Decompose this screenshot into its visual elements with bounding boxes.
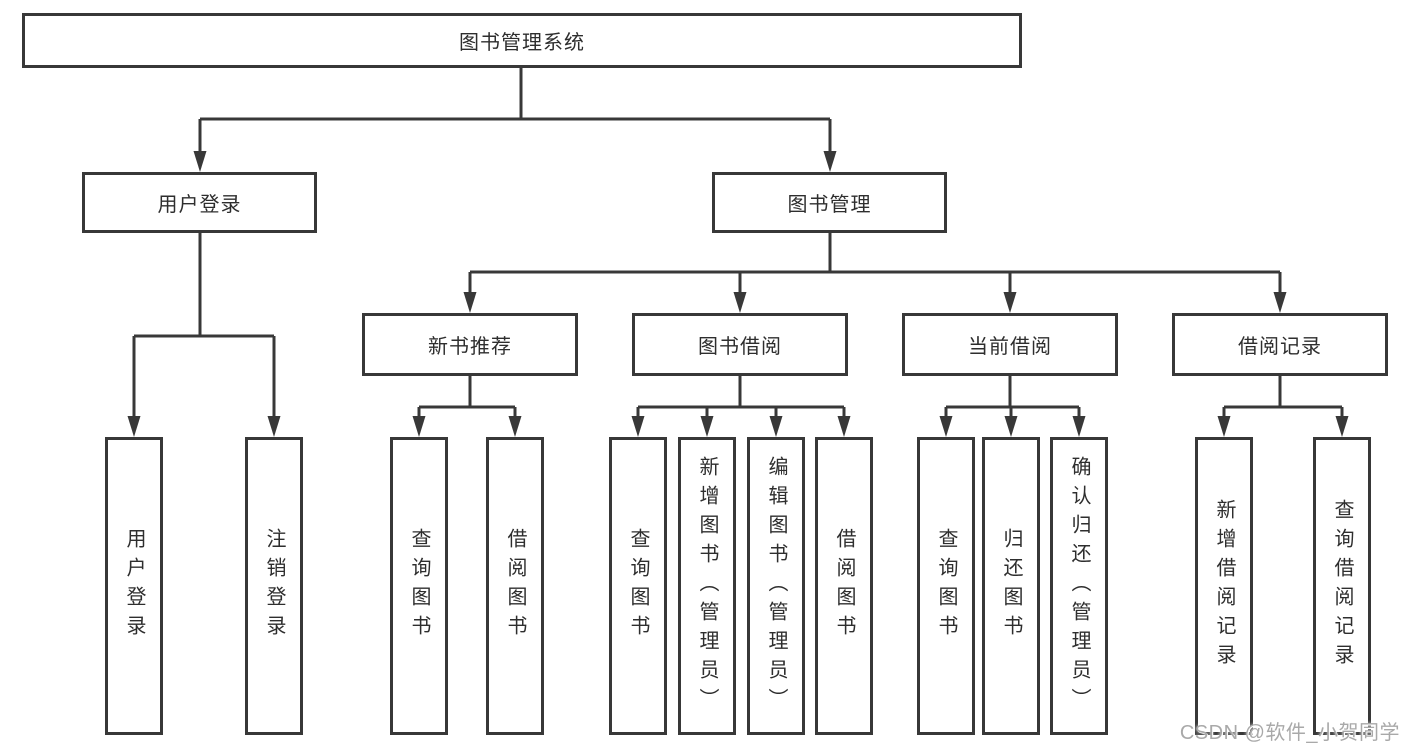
leaf-records-add-record: 新增借阅记录 — [1195, 437, 1253, 735]
arrowhead-icon — [1072, 416, 1086, 437]
arrowhead-icon — [939, 416, 953, 437]
connector-book-management-to-level3 — [468, 233, 1282, 295]
leaf-records-query-record-label: 查询借阅记录 — [1331, 499, 1353, 673]
leaf-current-confirm-return-admin: 确认归还（管理员） — [1050, 437, 1108, 735]
leaf-borrowing-edit-books-admin: 编辑图书（管理员） — [747, 437, 805, 735]
csdn-watermark: CSDN @软件_小贺同学 — [1179, 722, 1400, 744]
arrowhead-icon — [267, 416, 281, 437]
leaf-recommend-query-books-label: 查询图书 — [408, 528, 430, 644]
arrowhead-icon — [1217, 416, 1231, 437]
connector-root-to-level2 — [198, 68, 832, 153]
arrowhead-icon — [1335, 416, 1349, 437]
leaf-borrowing-borrow-books-label: 借阅图书 — [833, 528, 855, 644]
arrowhead-icon — [412, 416, 426, 437]
arrowhead-icon — [1004, 416, 1018, 437]
leaf-borrowing-add-books-admin-label: 新增图书（管理员） — [696, 455, 718, 717]
connector-user-login-to-children — [132, 233, 276, 418]
arrowhead-icon — [1273, 292, 1287, 313]
arrowhead-icon — [1003, 292, 1017, 313]
leaf-user-login: 用户登录 — [105, 437, 163, 735]
leaf-borrowing-borrow-books: 借阅图书 — [815, 437, 873, 735]
node-book-management: 图书管理 — [712, 172, 947, 233]
arrowhead-icon — [193, 151, 207, 172]
leaf-records-add-record-label: 新增借阅记录 — [1213, 499, 1235, 673]
leaf-borrowing-edit-books-admin-label: 编辑图书（管理员） — [765, 455, 787, 717]
connector-records-to-children — [1222, 376, 1344, 419]
leaf-recommend-borrow-books: 借阅图书 — [486, 437, 544, 735]
arrowhead-icon — [823, 151, 837, 172]
arrowhead-icon — [463, 292, 477, 313]
leaf-current-query-books-label: 查询图书 — [935, 528, 957, 644]
arrowhead-icon — [700, 416, 714, 437]
connector-recommend-to-children — [417, 376, 517, 419]
arrowhead-icon — [769, 416, 783, 437]
arrowhead-icon — [631, 416, 645, 437]
leaf-current-return-books: 归还图书 — [982, 437, 1040, 735]
arrowhead-icon — [837, 416, 851, 437]
node-borrow-records: 借阅记录 — [1172, 313, 1388, 376]
leaf-current-return-books-label: 归还图书 — [1000, 528, 1022, 644]
node-new-book-recommend: 新书推荐 — [362, 313, 578, 376]
leaf-recommend-borrow-books-label: 借阅图书 — [504, 528, 526, 644]
leaf-logout-login: 注销登录 — [245, 437, 303, 735]
node-user-login: 用户登录 — [82, 172, 317, 233]
leaf-current-confirm-return-admin-label: 确认归还（管理员） — [1068, 455, 1090, 717]
node-current-borrowing: 当前借阅 — [902, 313, 1118, 376]
connector-current-to-children — [944, 376, 1081, 419]
connector-borrowing-to-children — [636, 376, 846, 419]
leaf-borrowing-query-books: 查询图书 — [609, 437, 667, 735]
leaf-records-query-record: 查询借阅记录 — [1313, 437, 1371, 735]
arrowheads — [127, 151, 1349, 437]
arrowhead-icon — [508, 416, 522, 437]
leaf-recommend-query-books: 查询图书 — [390, 437, 448, 735]
node-library-system: 图书管理系统 — [22, 13, 1022, 68]
leaf-user-login-label: 用户登录 — [123, 528, 145, 644]
arrowhead-icon — [733, 292, 747, 313]
arrowhead-icon — [127, 416, 141, 437]
leaf-borrowing-query-books-label: 查询图书 — [627, 528, 649, 644]
leaf-logout-login-label: 注销登录 — [263, 528, 285, 644]
leaf-current-query-books: 查询图书 — [917, 437, 975, 735]
leaf-borrowing-add-books-admin: 新增图书（管理员） — [678, 437, 736, 735]
node-book-borrowing: 图书借阅 — [632, 313, 848, 376]
